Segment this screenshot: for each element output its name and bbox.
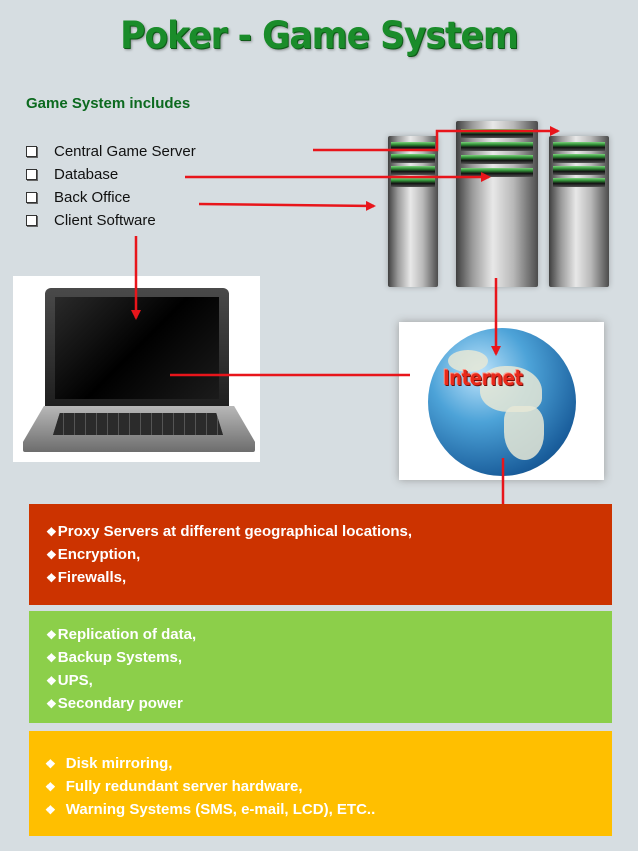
- list-item-label: Backup Systems,: [57, 649, 182, 666]
- diamond-bullet-icon: ❖: [46, 627, 57, 642]
- diamond-bullet-icon: ❖: [45, 756, 56, 771]
- list-item-label: Replication of data,: [57, 626, 197, 643]
- diamond-bullet-icon: ❖: [45, 779, 56, 794]
- diamond-bullet-icon: ❖: [46, 673, 57, 688]
- list-item: ❖Replication of data,: [46, 623, 196, 646]
- list-item: ❖Firewalls,: [46, 566, 412, 589]
- list-item: Central Game Server: [26, 140, 196, 163]
- list-item: ❖Encryption,: [46, 543, 412, 566]
- diamond-bullet-icon: ❖: [46, 650, 57, 665]
- backup-box: ❖Replication of data, ❖Backup Systems, ❖…: [29, 611, 612, 723]
- list-item-label: Proxy Servers at different geographical …: [57, 523, 413, 540]
- list-item-label: UPS,: [57, 672, 93, 689]
- list-item-label: Client Software: [54, 212, 156, 229]
- list-item-label: Back Office: [54, 189, 131, 206]
- laptop-keyboard: [53, 413, 223, 435]
- laptop-lid: [45, 288, 229, 408]
- server-rack-image: [384, 121, 612, 287]
- server-tower-left: [388, 136, 438, 287]
- laptop-screen: [55, 297, 219, 399]
- list-item-label: Database: [54, 166, 119, 183]
- list-item: Client Software: [26, 209, 196, 232]
- security-box: ❖Proxy Servers at different geographical…: [29, 504, 612, 605]
- diamond-bullet-icon: ❖: [46, 524, 57, 539]
- list-item: ❖UPS,: [46, 669, 196, 692]
- diamond-bullet-icon: ❖: [46, 570, 57, 585]
- server-tower-right: [549, 136, 609, 287]
- laptop-image: [13, 276, 260, 462]
- list-item: ❖Backup Systems,: [46, 646, 196, 669]
- diamond-bullet-icon: ❖: [45, 802, 56, 817]
- list-item-label: Central Game Server: [54, 143, 196, 160]
- list-item: Back Office: [26, 186, 196, 209]
- diamond-bullet-icon: ❖: [46, 696, 57, 711]
- diamond-bullet-icon: ❖: [46, 547, 57, 562]
- list-item: ❖Secondary power: [46, 692, 196, 715]
- internet-label: Internet: [443, 366, 523, 390]
- list-item: Database: [26, 163, 196, 186]
- list-item-label: Firewalls,: [57, 569, 127, 586]
- list-item-label: Warning Systems (SMS, e-mail, LCD), ETC.…: [65, 801, 376, 818]
- redundancy-box: ❖ Disk mirroring, ❖ Fully redundant server…: [29, 731, 612, 836]
- checkbox-bullet-icon: [26, 215, 37, 226]
- list-item: ❖Proxy Servers at different geographical…: [46, 520, 412, 543]
- globe-image: [399, 322, 604, 480]
- list-item-label: Fully redundant server hardware,: [65, 778, 303, 795]
- list-item: ❖ Fully redundant server hardware,: [45, 775, 375, 798]
- checkbox-bullet-icon: [26, 169, 37, 180]
- checkbox-bullet-icon: [26, 146, 37, 157]
- globe-icon: [428, 328, 576, 476]
- back-office-arrow: [198, 200, 376, 211]
- list-item-label: Disk mirroring,: [65, 755, 173, 772]
- page-title: Poker - Game System: [120, 14, 519, 57]
- checkbox-bullet-icon: [26, 192, 37, 203]
- includes-heading: Game System includes: [26, 95, 191, 112]
- list-item-label: Secondary power: [57, 695, 183, 712]
- server-tower-center: [456, 121, 538, 287]
- includes-list: Central Game Server Database Back Office…: [26, 140, 196, 232]
- list-item: ❖ Disk mirroring,: [45, 752, 375, 775]
- list-item-label: Encryption,: [57, 546, 141, 563]
- list-item: ❖ Warning Systems (SMS, e-mail, LCD), ETC…: [45, 798, 375, 821]
